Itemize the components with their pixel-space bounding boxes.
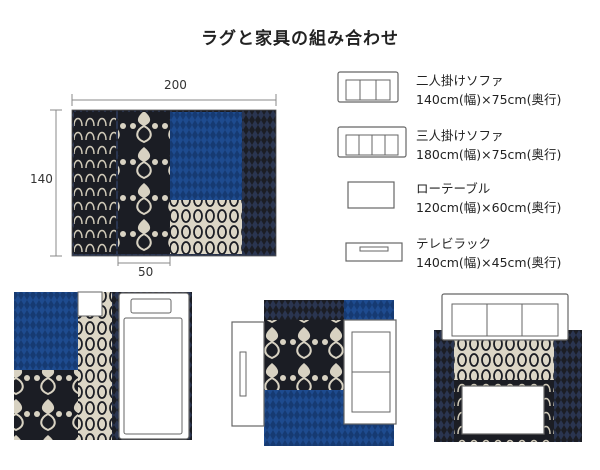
layout-two-seat-sofa: [231, 300, 397, 446]
legend-size: 180cm(幅)×75cm(奥行): [416, 147, 562, 162]
layout-sofa-and-tv-rack: [14, 291, 192, 440]
legend-name: 三人掛けソファ: [416, 128, 504, 143]
legend-size: 140cm(幅)×75cm(奥行): [416, 92, 562, 107]
legend-name: ローテーブル: [416, 181, 491, 196]
legend-size: 140cm(幅)×45cm(奥行): [416, 255, 562, 270]
low-table-icon: [347, 181, 395, 209]
tv-rack-icon: [345, 242, 403, 262]
rug-main: [71, 109, 277, 257]
three-seat-sofa-icon: [337, 126, 407, 158]
layout-three-seat-sofa: [434, 293, 582, 442]
dimension-lines: [50, 94, 277, 266]
pattern-width-label: 50: [138, 265, 154, 279]
page-title: ラグと家具の組み合わせ: [201, 29, 399, 49]
rug-width-label: 200: [164, 78, 187, 92]
two-seat-sofa-icon: [337, 71, 399, 103]
rug-depth-label: 140: [30, 172, 53, 186]
legend-size: 120cm(幅)×60cm(奥行): [416, 200, 562, 215]
legend-name: テレビラック: [416, 236, 492, 251]
legend-name: 二人掛けソファ: [416, 73, 504, 88]
